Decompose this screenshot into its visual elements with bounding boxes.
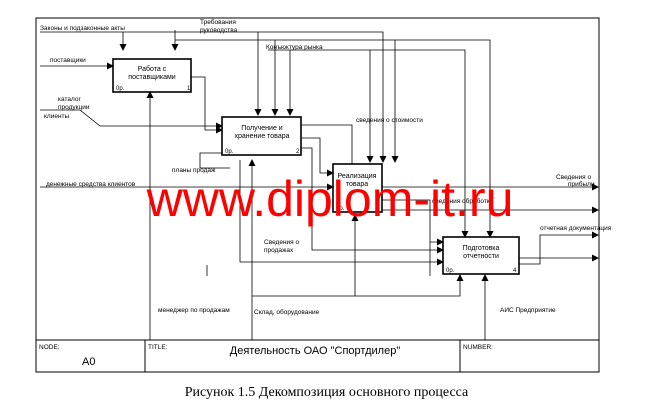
box-label-line: Реализация [338, 173, 377, 180]
box-number: 3 [376, 206, 380, 212]
figure-caption: Рисунок 1.5 Декомпозиция основного проце… [184, 385, 469, 400]
label-sales-manager: менеджер по продажам [158, 307, 230, 314]
label-catalog: продукции [58, 104, 90, 111]
label-money: денежные средства клиентов [46, 181, 136, 188]
box-number: 1 [187, 86, 191, 92]
label-requirements: руководства [200, 27, 238, 34]
box-label-line: Получение и [241, 125, 283, 132]
box-label-line: хранение товара [235, 133, 290, 140]
label-requirements: Требования [200, 18, 236, 26]
arrow-labels: Законы и подзаконные акты Требования рук… [40, 18, 612, 316]
label-warehouse: Склад, оборудование [254, 308, 320, 316]
box-label-line: товара [346, 181, 368, 188]
label-profit-info: прибыли [568, 180, 595, 188]
label-sales-info: Сведения о [264, 239, 300, 246]
box-label-line: отчетности [463, 253, 499, 260]
box-corner-label: 0р. [225, 149, 234, 155]
label-suppliers: поставщики [50, 57, 86, 64]
label-profit-info: Сведения о [556, 174, 592, 181]
node-label: NODE: [39, 344, 60, 351]
process-box-1: Работа с поставщиками 0р. 1 [112, 58, 192, 93]
label-sales-info: продажах [264, 247, 294, 254]
label-market: Конъюктура рынка [266, 44, 323, 51]
frame-footer: NODE: A0 TITLE: Деятельность ОАО "Спортд… [39, 344, 493, 368]
label-clients: клиенты [44, 113, 70, 120]
title-label: TITLE: [148, 344, 168, 351]
label-report-docs: отчетная документация [540, 225, 612, 232]
box-label-line: поставщиками [128, 74, 176, 81]
process-box-3: Реализация товара 0р. 3 [332, 163, 383, 213]
box-number: 4 [513, 268, 517, 274]
label-sales-plans: планы продаж [172, 167, 216, 174]
node-value: A0 [82, 356, 95, 368]
box-corner-label: 0р. [336, 206, 345, 212]
process-box-2: Получение и хранение товара 0р. 2 [221, 116, 302, 156]
watermark-text: www.diplom-it.ru [146, 171, 514, 227]
process-box-4: Подготовка отчетности 0р. 4 [442, 236, 520, 275]
box-number: 2 [296, 149, 300, 155]
label-catalog: каталог [58, 96, 81, 103]
diagram-frame [35, 17, 600, 373]
box-corner-label: 0р. [116, 86, 125, 92]
label-laws: Законы и подзаконные акты [40, 25, 125, 32]
title-value: Деятельность ОАО "Спортдилер" [230, 345, 401, 357]
box-label-line: Работа с [138, 65, 167, 73]
arrow-lines [40, 30, 599, 340]
box-label-line: Подготовка [463, 245, 500, 252]
box-corner-label: 0р. [446, 268, 455, 274]
number-label: NUMBER: [463, 344, 493, 351]
label-cost-info: сведения о стоимости [356, 117, 423, 124]
label-ais: АИС Предприятие [500, 307, 556, 314]
label-processing-info: сведения обработки [432, 197, 494, 205]
